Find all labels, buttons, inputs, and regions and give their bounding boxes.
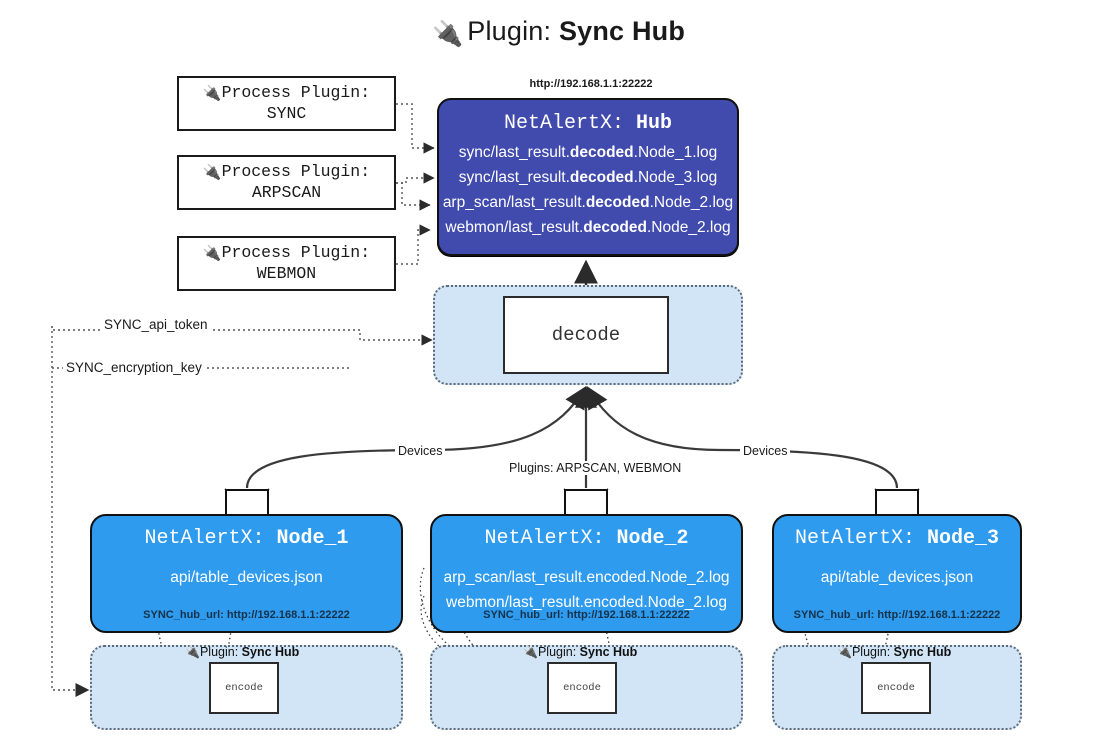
encode-box-2[interactable]: encode	[547, 662, 617, 714]
electric-plug-icon: 🔌	[523, 645, 538, 659]
node-2-title: NetAlertX: Node_2	[484, 527, 689, 550]
process-plugin-sync-name: SYNC	[266, 103, 307, 123]
node-3-line-1: api/table_devices.json	[820, 569, 974, 586]
encode-plugin-label-2: 🔌Plugin: Sync Hub	[523, 645, 638, 659]
node-2-hub-url: SYNC_hub_url: http://192.168.1.1:22222	[483, 609, 690, 621]
process-plugin-webmon-name: WEBMON	[256, 263, 317, 283]
electric-plug-icon: 🔌	[202, 163, 222, 181]
electric-plug-icon: 🔌	[837, 645, 852, 659]
hub-title: NetAlertX: Hub	[503, 112, 673, 135]
node-3-title: NetAlertX: Node_3	[794, 527, 1000, 550]
edge-label-encryption-key: SYNC_encryption_key	[63, 360, 205, 375]
electric-plug-icon: 🔌	[202, 84, 222, 102]
hub-log-line-2: sync/last_result.decoded.Node_3.log	[458, 169, 718, 186]
process-plugin-sync[interactable]: 🔌Process Plugin: SYNC	[177, 76, 396, 131]
encode-container-2	[430, 645, 743, 730]
node-1-line-1: api/table_devices.json	[170, 569, 323, 586]
node-1-title: NetAlertX: Node_1	[144, 527, 349, 550]
node-2-line-2: webmon/last_result.encoded.Node_2.log	[446, 594, 727, 611]
electric-plug-icon: 🔌	[202, 244, 222, 262]
node-1-hub-url: SYNC_hub_url: http://192.168.1.1:22222	[143, 609, 350, 621]
hub-log-line-4: webmon/last_result.decoded.Node_2.log	[445, 219, 731, 236]
edge-label-devices-left: Devices	[395, 444, 446, 458]
edge-label-api-token: SYNC_api_token	[101, 317, 211, 332]
process-plugin-webmon[interactable]: 🔌Process Plugin: WEBMON	[177, 236, 396, 291]
process-plugin-arpscan-name: ARPSCAN	[251, 182, 322, 202]
edge-label-devices-right: Devices	[740, 444, 791, 458]
electric-plug-icon: 🔌	[431, 20, 464, 48]
hub-url-label: http://192.168.1.1:22222	[529, 78, 653, 90]
hub-log-line-3: arp_scan/last_result.decoded.Node_2.log	[442, 194, 734, 211]
encode-plugin-label-1: 🔌Plugin: Sync Hub	[185, 645, 300, 659]
node-2[interactable]: NetAlertX: Node_2 arp_scan/last_result.e…	[430, 514, 743, 633]
node-3-hub-url: SYNC_hub_url: http://192.168.1.1:22222	[793, 609, 1001, 621]
node-3[interactable]: NetAlertX: Node_3 api/table_devices.json…	[772, 514, 1022, 633]
hub-node[interactable]: NetAlertX: Hub sync/last_result.decoded.…	[437, 98, 739, 256]
process-plugin-arpscan[interactable]: 🔌Process Plugin: ARPSCAN	[177, 155, 396, 210]
process-plugin-sync-line1: 🔌Process Plugin:	[202, 82, 371, 102]
page-title: 🔌Plugin: Sync Hub	[0, 16, 1117, 49]
node-2-line-1: arp_scan/last_result.encoded.Node_2.log	[443, 569, 730, 586]
encode-box-1[interactable]: encode	[209, 662, 279, 714]
decode-box[interactable]: decode	[503, 296, 669, 374]
electric-plug-icon: 🔌	[185, 645, 200, 659]
process-plugin-webmon-line1: 🔌Process Plugin:	[202, 242, 371, 262]
edge-label-plugins: Plugins: ARPSCAN, WEBMON	[506, 461, 685, 475]
node-1[interactable]: NetAlertX: Node_1 api/table_devices.json…	[90, 514, 403, 633]
page-title-name: Sync Hub	[558, 16, 686, 46]
hub-log-line-1: sync/last_result.decoded.Node_1.log	[458, 144, 718, 161]
encode-plugin-label-3: 🔌Plugin: Sync Hub	[837, 645, 952, 659]
page-title-prefix: Plugin:	[467, 16, 559, 46]
encode-box-3[interactable]: encode	[861, 662, 931, 714]
process-plugin-arpscan-line1: 🔌Process Plugin:	[202, 161, 371, 181]
